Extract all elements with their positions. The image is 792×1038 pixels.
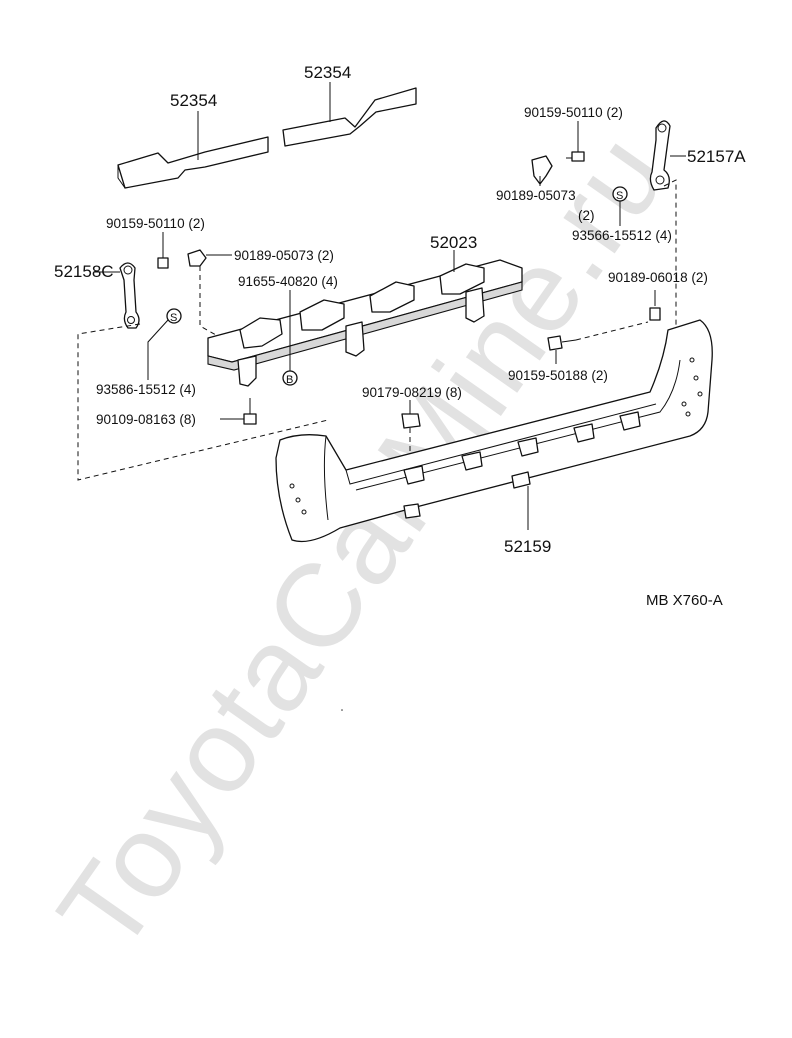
label-52023: 52023 [430,233,477,252]
label-52157a: 52157A [687,147,746,166]
clip-90189-06018 [649,307,661,321]
clip-90189-05073-left [187,249,207,267]
screw-90159-50188 [547,335,577,351]
label-90189-05073-right-qty: (2) [578,208,595,223]
label-91655-40820: 91655-40820 (4) [238,274,338,289]
label-93586-15512: 93586-15512 (4) [96,382,196,397]
reinforcement-pad-right [282,87,417,147]
s-marker-right: S [612,186,628,202]
label-90109-08163: 90109-08163 (8) [96,412,196,427]
leader-93586-left [147,319,169,380]
label-52354-right: 52354 [304,63,351,82]
label-52159: 52159 [504,537,551,556]
clip-90189-05073-right [531,155,553,186]
b-marker-text: B [286,374,293,386]
bracket-52158c [119,262,140,329]
label-90159-50188: 90159-50188 (2) [508,368,608,383]
s-marker-left-text: S [170,312,177,324]
label-52158c: 52158C [54,262,114,281]
bolt-90109-08163 [243,398,257,425]
reinforcement-pad-left [117,136,269,189]
label-90189-06018: 90189-06018 (2) [608,270,708,285]
dash-screw [575,321,649,341]
b-marker: B [282,370,298,386]
bolt-90159-50110-left [157,257,169,269]
bracket-52157a [649,120,671,191]
label-90189-05073-right: 90189-05073 [496,188,576,203]
nut-90179-08219 [401,413,421,429]
s-marker-right-text: S [616,190,623,202]
s-marker-left: S [166,308,182,324]
bumper-cover-52159 [275,319,713,543]
stray-dot [341,709,343,711]
label-90159-50110-right: 90159-50110 (2) [524,105,623,120]
label-90179-08219: 90179-08219 (8) [362,385,462,400]
reinforcement-52023 [207,259,523,387]
label-93566-15512-right: 93566-15512 (4) [572,228,672,243]
diagram-code: MB X760-A [646,592,723,609]
label-52354-left: 52354 [170,91,217,110]
dash-left-bracket [77,323,329,481]
label-90189-05073-left: 90189-05073 (2) [234,248,334,263]
label-90159-50110-left: 90159-50110 (2) [106,216,205,231]
